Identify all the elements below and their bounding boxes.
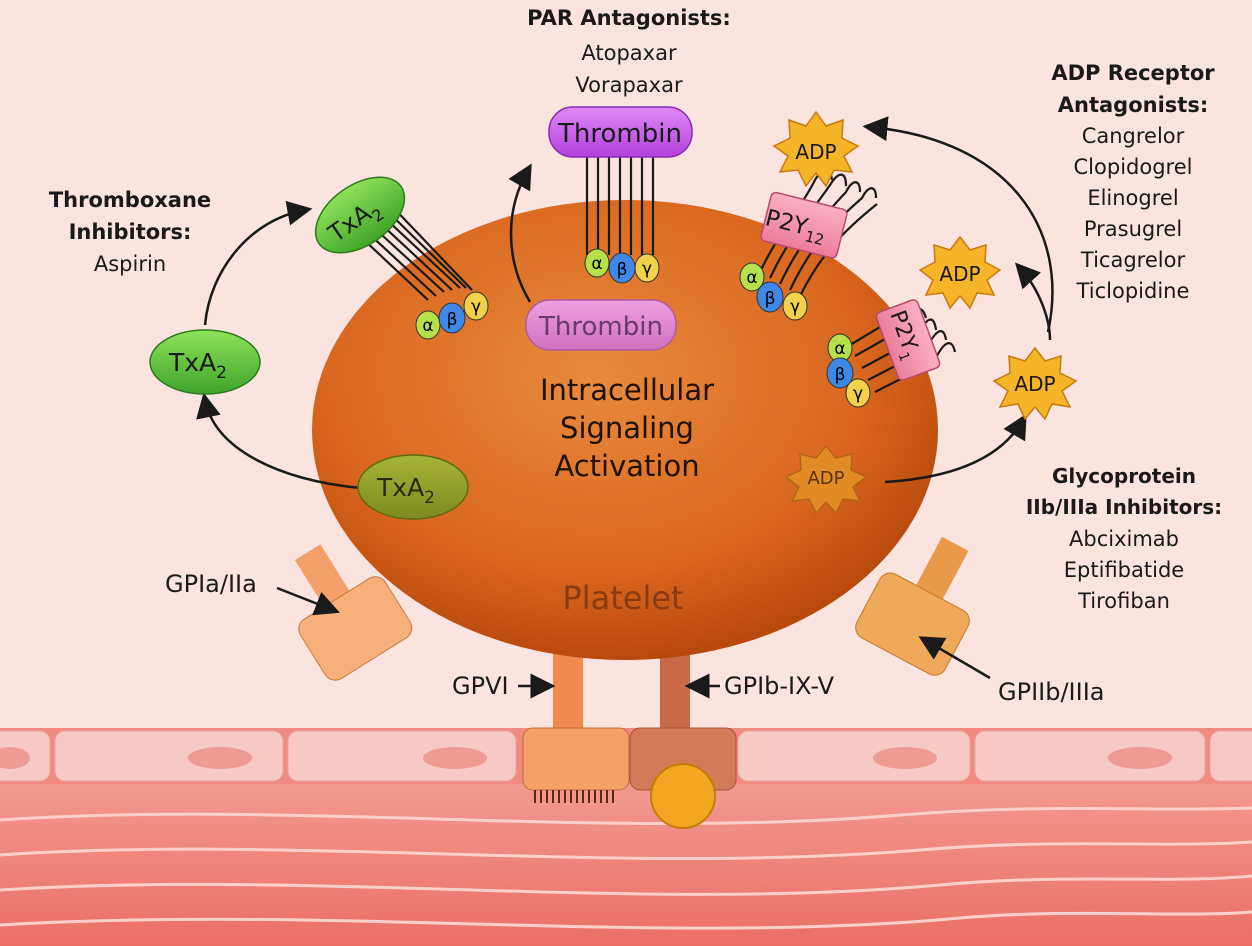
svg-text:TxA2: TxA2	[168, 348, 227, 383]
svg-text:α: α	[422, 316, 433, 336]
gpiib-label: GPIIb/IIIa	[998, 678, 1105, 706]
gpia-label: GPIa/IIa	[165, 570, 257, 598]
par-drug: Atopaxar	[581, 41, 677, 65]
svg-text:α: α	[834, 339, 845, 359]
svg-text:γ: γ	[853, 384, 863, 404]
par-antagonists-group: PAR Antagonists: Atopaxar Vorapaxar	[527, 6, 731, 97]
adp-drug: Prasugrel	[1084, 217, 1182, 241]
txa2-ligand-receptor: TxA2	[314, 176, 406, 254]
par-heading: PAR Antagonists:	[527, 6, 731, 30]
von-willebrand-factor-icon	[650, 763, 716, 829]
glycoprotein-heading: Glycoprotein	[1052, 464, 1196, 488]
adp-antagonists-group: ADP Receptor Antagonists: Cangrelor Clop…	[1051, 61, 1215, 303]
gpib-label: GPIb-IX-V	[724, 672, 835, 700]
svg-text:γ: γ	[790, 297, 800, 317]
adp-heading: ADP Receptor	[1051, 61, 1215, 85]
svg-text:α: α	[591, 254, 602, 274]
txa2-intracellular: TxA2	[357, 454, 469, 520]
svg-text:ADP: ADP	[807, 468, 844, 489]
svg-text:P2Y1: P2Y1	[881, 307, 925, 364]
svg-text:β: β	[765, 289, 776, 309]
p2y1-receptor: P2Y1	[875, 299, 941, 381]
gpvi-label: GPVI	[452, 672, 509, 700]
svg-text:ADP: ADP	[795, 140, 836, 164]
svg-text:Activation: Activation	[554, 449, 699, 483]
g-protein-p2y1: α β γ	[826, 333, 871, 408]
adp-drug: Ticagrelor	[1080, 248, 1186, 272]
adp-ligand-p2y12: ADP	[772, 110, 860, 188]
txa2-ligand-released: TxA2	[149, 329, 261, 395]
svg-text:γ: γ	[471, 297, 481, 317]
svg-text:Intracellular: Intracellular	[540, 373, 714, 407]
svg-text:γ: γ	[642, 259, 652, 279]
g-protein-p2y12: α β γ	[739, 262, 808, 321]
svg-text:β: β	[617, 260, 628, 280]
svg-text:β: β	[447, 310, 458, 330]
gpvi-receptor-shape	[522, 650, 630, 803]
adp-drug: Ticlopidine	[1076, 279, 1190, 303]
svg-text:Thrombin: Thrombin	[538, 312, 663, 342]
vessel-wall	[0, 780, 1252, 946]
adp-drug: Clopidogrel	[1074, 155, 1193, 179]
thrombin-ligand: Thrombin	[548, 106, 693, 158]
signaling-label: Intracellular Signaling Activation	[540, 373, 714, 483]
thromboxane-inhibitors-group: Thromboxane Inhibitors: Aspirin	[49, 188, 211, 276]
thromboxane-heading: Inhibitors:	[69, 220, 192, 244]
glycoprotein-heading: IIb/IIIa Inhibitors:	[1026, 495, 1222, 519]
par-drug: Vorapaxar	[575, 73, 683, 97]
adp-drug: Cangrelor	[1082, 124, 1185, 148]
thromboxane-drug: Aspirin	[94, 252, 166, 276]
adp-intracellular: ADP	[784, 444, 868, 515]
adp-heading: Antagonists:	[1058, 93, 1208, 117]
glycoprotein-drug: Tirofiban	[1077, 589, 1170, 613]
g-protein-thrombin: α β γ	[584, 248, 660, 284]
thromboxane-heading: Thromboxane	[49, 188, 211, 212]
g-protein-txa2: α β γ	[415, 291, 489, 340]
adp-released: ADP	[992, 346, 1078, 421]
svg-text:α: α	[746, 268, 757, 288]
platelet-label: Platelet	[562, 579, 683, 617]
par-receptor-helices	[585, 152, 655, 255]
svg-text:ADP: ADP	[939, 262, 980, 286]
glycoprotein-drug: Eptifibatide	[1064, 558, 1184, 582]
svg-text:β: β	[835, 365, 846, 385]
svg-text:Signaling: Signaling	[560, 411, 694, 445]
svg-text:TxA2: TxA2	[376, 473, 435, 508]
glycoprotein-inhibitors-group: Glycoprotein IIb/IIIa Inhibitors: Abcixi…	[1026, 464, 1222, 613]
svg-text:ADP: ADP	[1014, 372, 1055, 396]
adp-ligand-p2y1: ADP	[918, 235, 1002, 310]
thrombin-intracellular: Thrombin	[525, 299, 677, 351]
svg-text:Thrombin: Thrombin	[557, 119, 682, 149]
adp-drug: Elinogrel	[1087, 186, 1178, 210]
p2y12-receptor: P2Y12	[760, 191, 848, 259]
gpib-receptor-shape	[629, 650, 737, 829]
glycoprotein-drug: Abciximab	[1069, 527, 1179, 551]
pathway-arrows	[196, 116, 1054, 699]
